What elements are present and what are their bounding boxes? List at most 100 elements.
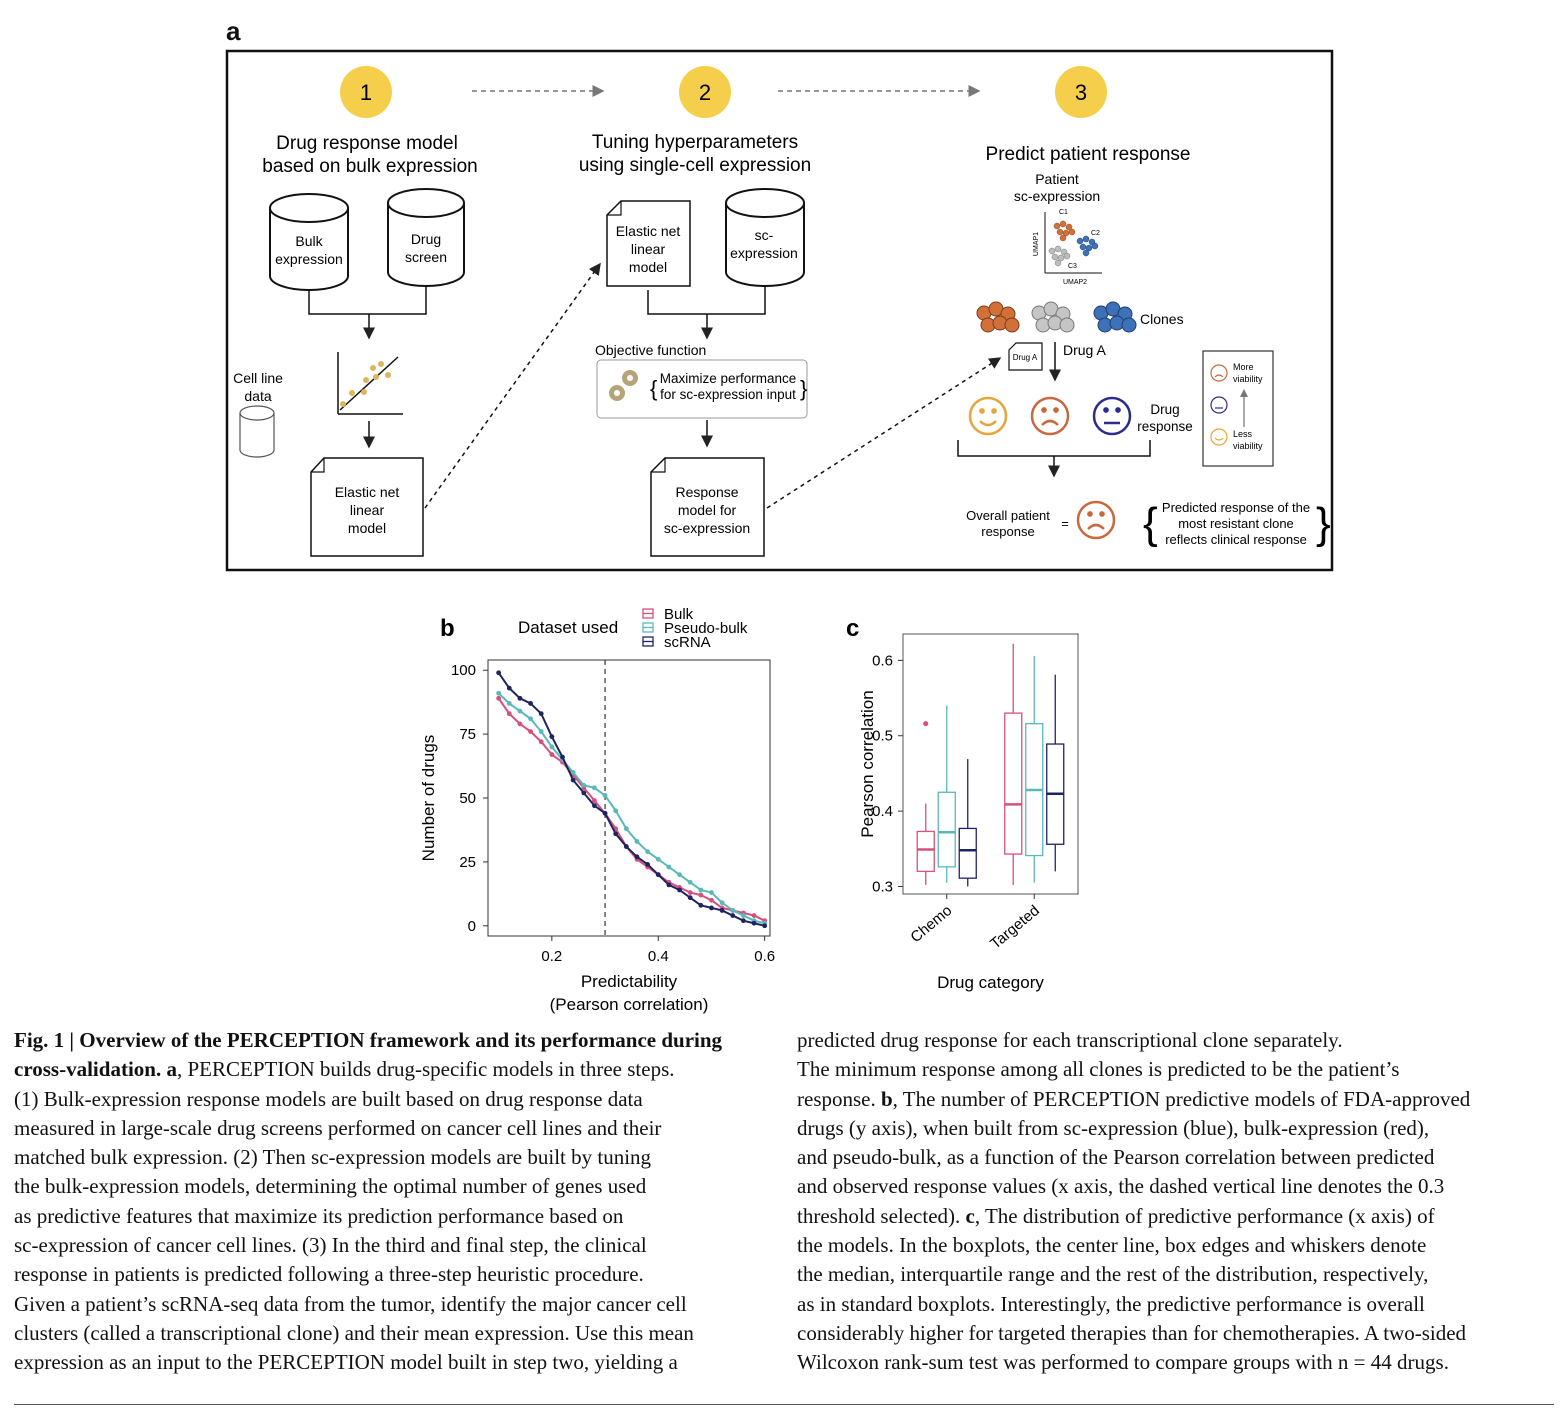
- caption-a-text: , PERCEPTION builds drug-specific models…: [176, 1057, 675, 1082]
- series-point: [528, 716, 533, 722]
- series-point: [634, 854, 640, 860]
- svg-text:C2: C2: [1091, 230, 1100, 237]
- conclusion-line3: reflects clinical response: [1165, 532, 1307, 547]
- drug-response-line1: Drug: [1150, 402, 1179, 417]
- gears-icon: [609, 370, 638, 401]
- fig-title-2: cross-validation.: [14, 1057, 167, 1082]
- series-line: [497, 692, 765, 925]
- conclusion-line1: Predicted response of the: [1162, 500, 1310, 515]
- series-point: [496, 670, 502, 676]
- series-point: [528, 729, 533, 734]
- step-2-circle: 2: [679, 66, 731, 118]
- series-point: [666, 882, 672, 888]
- objective-box: [596, 359, 808, 419]
- series-point: [549, 734, 555, 740]
- clone-orange-icon: [976, 301, 1020, 333]
- objective-text-line1: Maximize performance: [660, 371, 797, 386]
- panel-b-label: b: [440, 615, 455, 642]
- caption-left-line: as predictive features that maximize its…: [14, 1203, 624, 1228]
- caption-right-line: The minimum response among all clones is…: [797, 1057, 1400, 1082]
- series-point: [698, 902, 704, 908]
- series-point: [602, 810, 608, 816]
- conclusion-brace-right: }: [1316, 499, 1331, 548]
- series-point: [645, 862, 651, 867]
- db-bulk-line1: Bulk: [295, 233, 323, 249]
- caption-left-line: (1) Bulk-expression response models are …: [14, 1086, 643, 1111]
- patient-label-line1: Patient: [1035, 171, 1079, 187]
- series-line: [497, 672, 765, 927]
- series-point: [592, 785, 597, 791]
- series-point: [581, 790, 587, 796]
- step-2-title-line2: using single-cell expression: [579, 155, 811, 176]
- series-point: [570, 770, 576, 775]
- series-point: [560, 754, 565, 760]
- legend-less-1: Less: [1233, 429, 1253, 439]
- series-point: [623, 826, 629, 832]
- series-point: [655, 856, 661, 862]
- elastic-net-model-document-icon-2: [606, 200, 691, 287]
- sad-face-icon: [1030, 396, 1070, 436]
- series-point: [506, 685, 512, 691]
- svg-text:UMAP1: UMAP1: [1033, 232, 1040, 256]
- y-tick-label: 100: [451, 662, 476, 679]
- caption-right-text: threshold selected).: [797, 1203, 966, 1228]
- series-point: [677, 872, 682, 878]
- series-point: [709, 905, 714, 911]
- caption-a-label: a: [166, 1057, 177, 1082]
- y-tick-label: 0.3: [872, 878, 893, 895]
- series-point: [740, 918, 746, 924]
- series-point: [517, 721, 523, 727]
- x-tick-label: 0.4: [648, 948, 669, 965]
- drug-a-doc-label: Drug A: [1013, 353, 1038, 362]
- series-point: [751, 920, 757, 926]
- svg-text:C3: C3: [1068, 263, 1077, 270]
- step-1-title-line1: Drug response model: [276, 133, 458, 154]
- series-point: [592, 798, 597, 803]
- legend-more-1: More: [1233, 362, 1254, 372]
- series-point: [719, 908, 725, 913]
- legend-label: scRNA: [664, 634, 711, 651]
- patient-label-line2: sc-expression: [1014, 188, 1100, 204]
- clones-label: Clones: [1140, 311, 1184, 327]
- panel-a-diagram: 1 2 3 Drug response model based on bulk …: [225, 49, 1334, 572]
- caption-right-line: and pseudo-bulk, as a function of the Pe…: [797, 1145, 1435, 1170]
- series-point: [528, 701, 533, 706]
- series-point: [730, 908, 736, 913]
- x-tick-label: Chemo: [907, 902, 955, 946]
- step-3-title: Predict patient response: [986, 144, 1191, 165]
- series-point: [762, 923, 768, 929]
- legend-label: Bulk: [664, 606, 694, 623]
- svg-text:3: 3: [1075, 80, 1087, 105]
- y-tick-label: 0.6: [872, 652, 893, 669]
- y-tick-label: 0: [468, 918, 476, 935]
- series-point: [613, 831, 619, 837]
- y-tick-label: 50: [459, 790, 476, 807]
- legend-title: Dataset used: [518, 618, 618, 637]
- x-tick-label: Targeted: [987, 902, 1043, 953]
- series-point: [506, 701, 512, 706]
- series-point: [751, 913, 757, 918]
- caption-right-line: drugs (y axis), when built from sc-expre…: [797, 1115, 1430, 1140]
- step-2-title-line1: Tuning hyperparameters: [592, 132, 798, 153]
- series-point: [517, 708, 523, 714]
- series-point: [549, 744, 555, 750]
- model1-line3: model: [348, 520, 386, 536]
- series-point: [538, 729, 544, 734]
- caption-right: predicted drug response for each transcr…: [797, 1026, 1557, 1378]
- box: [1004, 712, 1023, 855]
- series-point: [698, 887, 704, 893]
- series-point: [677, 887, 682, 893]
- cell-line-label-line2: data: [244, 388, 271, 404]
- objective-text-line2: for sc-expression input: [660, 387, 796, 402]
- series-point: [506, 711, 512, 717]
- caption-right-line: predicted drug response for each transcr…: [797, 1028, 1343, 1052]
- step-1-title-line2: based on bulk expression: [262, 156, 477, 177]
- objective-brace-right: }: [800, 376, 807, 401]
- regression-scatter-icon: [337, 352, 403, 415]
- series-point: [698, 892, 704, 898]
- series-point: [687, 890, 693, 895]
- objective-brace-left: {: [650, 376, 657, 401]
- conclusion-line2: most resistant clone: [1178, 516, 1294, 531]
- series-point: [687, 879, 693, 885]
